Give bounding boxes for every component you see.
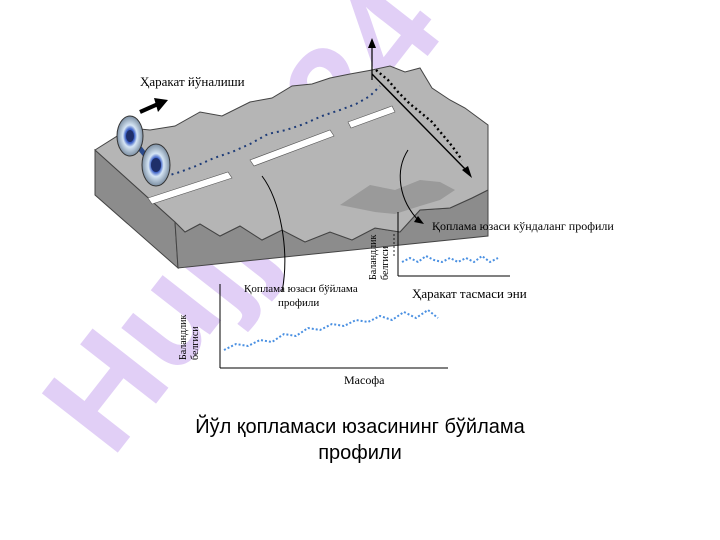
caption-line-2: профили: [318, 442, 402, 464]
slide-caption: Йўл қопламаси юзасининг бўйлама профили: [140, 414, 580, 466]
leader-long-profile: [261, 175, 286, 293]
leader-cross-arrowhead: [414, 216, 424, 224]
leader-cross-profile: [399, 149, 421, 223]
distance-label: Масофа: [344, 373, 385, 387]
cross-profile-chart: [393, 212, 510, 277]
height-label-long-1: Баландлик: [178, 315, 189, 360]
road-profile-trace: [159, 85, 381, 179]
lane-mark-3: [347, 105, 396, 129]
lane-mark-1: [147, 171, 233, 205]
long-profile-label-1: Қоплама юзаси бўйлама: [244, 283, 358, 295]
lane-mark-2: [249, 129, 335, 167]
lane-width-label: Ҳаракат тасмаси эни: [412, 286, 527, 301]
cross-profile-trace: [375, 69, 463, 161]
height-label-cross-2: белгиси: [380, 246, 391, 280]
direction-arrow-icon: [139, 98, 168, 114]
cross-axis-diagonal-arrowhead: [462, 166, 472, 178]
cross-axis-arrowhead: [368, 38, 376, 48]
height-label-cross-1: Баландлик: [368, 235, 379, 280]
cross-axis-diagonal: [371, 73, 469, 173]
motion-direction-label: Ҳаракат йўналиши: [140, 74, 245, 89]
long-profile-label-2: профили: [278, 297, 319, 309]
caption-line-1: Йўл қопламаси юзасининг бўйлама: [195, 416, 525, 438]
road-shadow: [340, 180, 455, 214]
wheel-axle: [116, 115, 171, 187]
long-profile-chart: [219, 284, 448, 369]
cross-profile-label: Қоплама юзаси кўндаланг профили: [432, 219, 614, 233]
cross-profile-curve: [401, 254, 499, 264]
height-label-long-2: белгиси: [190, 326, 201, 360]
long-profile-curve: [223, 308, 439, 351]
